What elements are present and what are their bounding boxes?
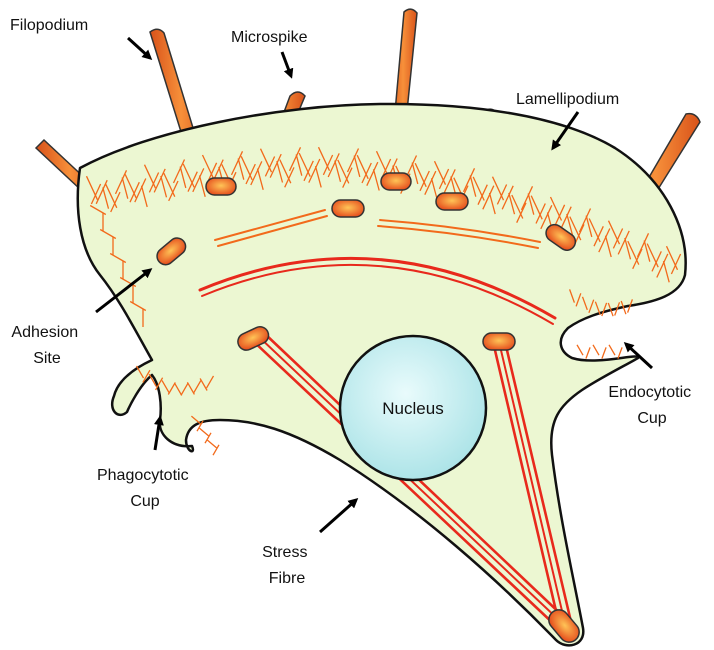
label-stress-fibre-line2: Fibre: [269, 570, 306, 587]
label-phagocytotic-cup: Phagocytotic Cup: [97, 467, 193, 510]
label-filopodium: Filopodium: [10, 17, 88, 34]
label-phagocytotic-cup-line2: Cup: [130, 493, 159, 510]
label-lamellipodium: Lamellipodium: [516, 91, 619, 108]
label-microspike: Microspike: [231, 29, 308, 46]
label-adhesion-site-line2: Site: [33, 350, 61, 367]
adhesion-site: [381, 173, 411, 190]
label-stress-fibre: Stress Fibre: [262, 544, 312, 587]
adhesion-site: [332, 200, 364, 217]
label-endocytotic-cup-line2: Cup: [637, 410, 666, 427]
actin-filament: [593, 345, 599, 355]
label-adhesion-site-line1: Adhesion: [11, 324, 78, 341]
actin-filament: [609, 345, 615, 355]
actin-filament: [602, 347, 606, 358]
label-endocytotic-cup-line1: Endocytotic: [608, 384, 691, 401]
arrow-microspike: [282, 52, 291, 76]
label-stress-fibre-line1: Stress: [262, 544, 307, 561]
arrow-phagocytotic-cup: [155, 418, 160, 450]
actin-filament: [586, 347, 590, 358]
adhesion-site: [206, 178, 236, 195]
adhesion-site: [483, 333, 515, 350]
label-endocytotic-cup: Endocytotic Cup: [608, 384, 695, 427]
nucleus-label: Nucleus: [382, 399, 443, 418]
actin-filament: [199, 428, 208, 436]
arrow-filopodium: [128, 38, 150, 58]
actin-filament: [577, 345, 583, 355]
arrow-stress-fibre: [320, 500, 356, 532]
label-phagocytotic-cup-line1: Phagocytotic: [97, 467, 189, 484]
label-adhesion-site: Adhesion Site: [11, 324, 82, 367]
adhesion-site: [436, 193, 468, 210]
actin-filament: [207, 440, 216, 448]
